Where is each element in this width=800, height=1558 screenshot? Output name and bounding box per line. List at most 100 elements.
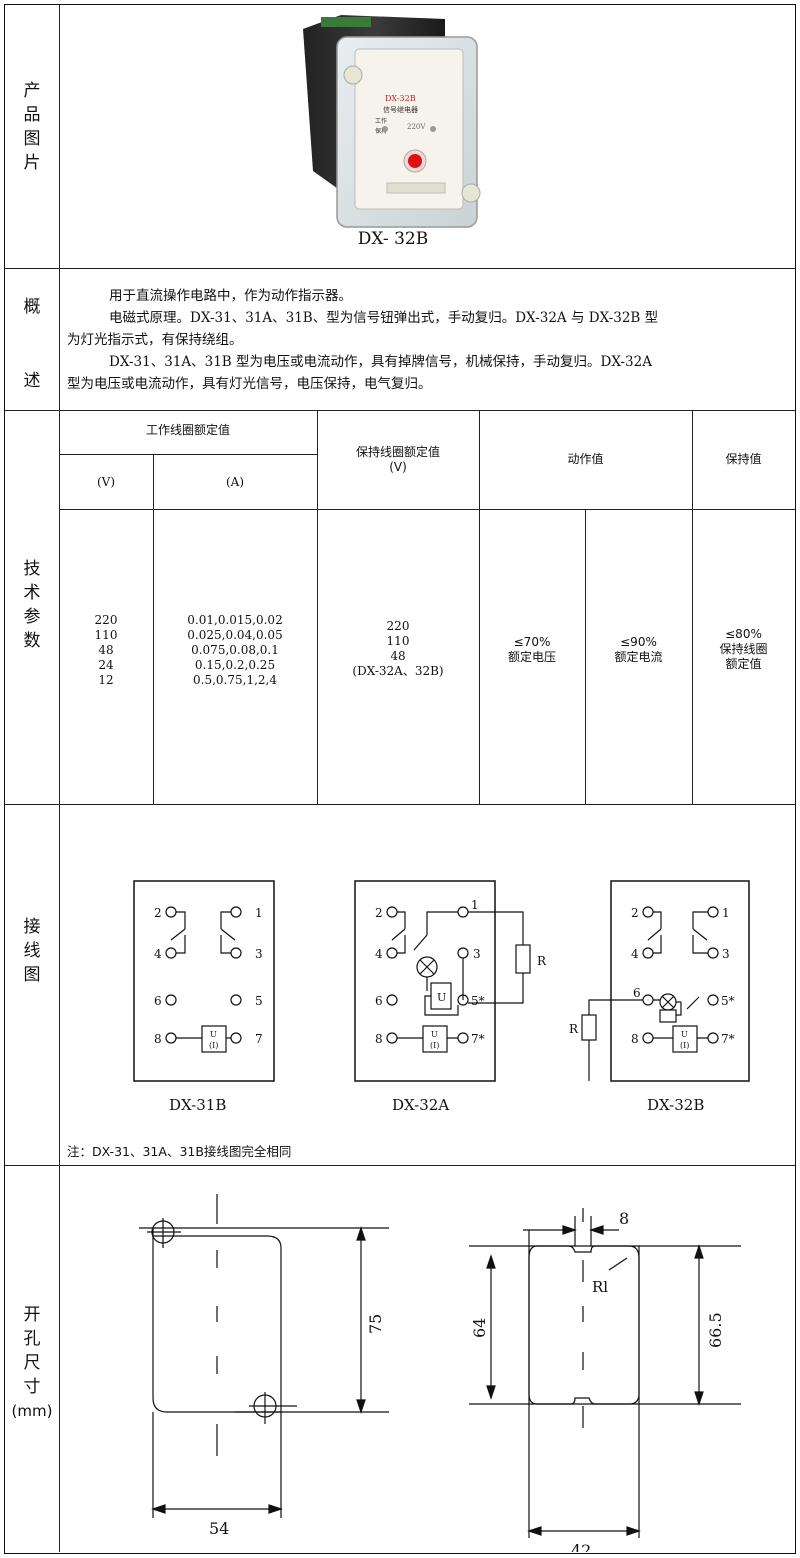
header-hold-text: 保持线圈额定值: [355, 445, 440, 459]
d3-t1: 1: [722, 906, 730, 920]
row-divider: [5, 268, 795, 269]
d1-t1: 1: [255, 906, 263, 920]
hold-v-item: 110: [386, 634, 410, 648]
work-a-item: 0.5,0.75,1,2,4: [193, 673, 277, 687]
photo-row-label: 产品图片: [5, 79, 59, 175]
action-current-value: ≤90%: [620, 635, 657, 649]
action-current: ≤90% 额定电流: [585, 635, 692, 665]
relay-type-text: 信号继电器: [383, 105, 418, 114]
wiring-row-label-text: 接线图: [23, 917, 41, 985]
work-v-item: 220: [94, 613, 118, 627]
d1-t7: 7: [255, 1032, 263, 1046]
relay-rating-text: 220V: [407, 123, 426, 131]
d2-resistor: R: [537, 954, 547, 968]
row-divider: [5, 804, 795, 805]
cutout-drawings: 54 75 8 Rl 64: [139, 1194, 741, 1552]
d3-t8: 8: [631, 1032, 639, 1046]
overview-p1: 用于直流操作电路中，作为动作指示器。: [109, 288, 352, 304]
hold-v-item: 48: [390, 649, 406, 663]
label-column-divider: [59, 5, 60, 1552]
cutout-label-5: (mm): [11, 1402, 53, 1420]
params-grid-line: [692, 410, 693, 804]
d1-title: DX-31B: [169, 1096, 226, 1114]
header-action: 动作值: [567, 452, 604, 466]
work-a-list: 0.01,0.015,0.02 0.025,0.04,0.05 0.075,0.…: [153, 613, 317, 688]
photo-row-label-text: 产品图片: [23, 81, 41, 173]
relay-model-text: DX-32B: [385, 94, 416, 103]
keep-value-text2: 额定值: [725, 657, 762, 671]
d2-t6: 6: [375, 994, 383, 1008]
d1-t8: 8: [154, 1032, 162, 1046]
overview-label-1: 概: [23, 297, 41, 317]
d3-t2: 2: [631, 906, 639, 920]
keep-value-text1: 保持线圈: [719, 642, 768, 656]
params-grid-line: [59, 509, 795, 510]
d3-title: DX-32B: [647, 1096, 704, 1114]
cutout-right-radius: Rl: [592, 1278, 608, 1296]
work-v-item: 110: [94, 628, 118, 642]
overview-p2b: 为灯光指示式，有保持绕组。: [67, 332, 243, 348]
cutout-right-height-outer: 66.5: [706, 1312, 725, 1348]
work-v-item: 24: [98, 658, 114, 672]
relay-work-text: 工作: [375, 117, 387, 125]
header-v: (V): [96, 475, 116, 489]
d3-t7: 7*: [721, 1032, 735, 1046]
cutout-label-1: 开: [23, 1305, 41, 1325]
wiring-note: 注：DX-31、31A、31B接线图完全相同: [67, 1144, 292, 1159]
d2-title: DX-32A: [392, 1096, 449, 1114]
header-hold-unit: (V): [389, 460, 407, 474]
cutout-label-2: 孔: [23, 1329, 41, 1349]
diagram-dx31b: 2 1 4 3 6 5 8 7 U (I) DX-31B: [133, 880, 275, 1114]
d1-t2: 2: [154, 906, 162, 920]
cutout-left-width: 54: [209, 1519, 229, 1538]
d2-t3: 3: [473, 947, 481, 961]
header-hold: 保持线圈额定值 (V): [317, 445, 479, 475]
hold-v-item: 220: [386, 619, 410, 633]
overview-text: 用于直流操作电路中，作为动作指示器。 电磁式原理。DX-31、31A、31B、型…: [67, 285, 789, 395]
d1-coil-u: U: [210, 1030, 217, 1039]
cutout-right-width: 42: [571, 1541, 591, 1552]
action-current-text: 额定电流: [614, 650, 663, 664]
diagram-dx32b: 2 1 4 3 6 5* 8 7* R U (I) DX-32B: [569, 880, 750, 1114]
d1-t4: 4: [154, 947, 162, 961]
d3-t5: 5*: [721, 994, 735, 1008]
d2-t7: 7*: [471, 1032, 485, 1046]
hold-v-item: (DX-32A、32B): [352, 664, 444, 678]
d1-t3: 3: [255, 947, 263, 961]
d2-t8: 8: [375, 1032, 383, 1046]
work-a-item: 0.075,0.08,0.1: [191, 643, 279, 657]
overview-label-2: 述: [23, 371, 41, 391]
d1-t6: 6: [154, 994, 162, 1008]
d2-coil-i: (I): [430, 1041, 439, 1050]
header-keep: 保持值: [725, 452, 762, 466]
cutout-right: 8 Rl 64 66.5 42: [469, 1208, 741, 1552]
d2-t5: 5*: [471, 994, 485, 1008]
row-divider: [5, 410, 795, 411]
d3-resistor: R: [569, 1022, 579, 1036]
params-grid-line: [59, 454, 317, 455]
relay-hold-text: 保持: [375, 127, 387, 135]
d3-t3: 3: [722, 947, 730, 961]
params-grid-line: [479, 410, 480, 804]
keep-value: ≤80% 保持线圈 额定值: [692, 627, 795, 672]
d2-t4: 4: [375, 947, 383, 961]
wiring-diagrams: 2 1 4 3 6 5 8 7 U (I) DX-31B: [133, 880, 750, 1114]
params-grid-line: [585, 509, 586, 804]
work-v-item: 12: [98, 673, 114, 687]
overview-p3b: 型为电压或电流动作，具有灯光信号，电压保持，电气复归。: [67, 376, 432, 392]
work-v-list: 220 110 48 24 12: [59, 613, 153, 688]
cutout-right-height-inner: 64: [470, 1318, 489, 1338]
wiring-row-label: 接线图: [5, 915, 59, 987]
diagram-dx32a: 2 1 4 3 6 5* 8 7* R U U (I) DX-32A: [354, 880, 547, 1114]
cutout-label-3: 尺: [23, 1353, 41, 1373]
d3-coil-u: U: [681, 1030, 688, 1039]
d2-t2: 2: [375, 906, 383, 920]
d2-coil-u: U: [431, 1030, 438, 1039]
cutout-left: 54 75: [139, 1194, 389, 1538]
header-work: 工作线圈额定值: [145, 423, 230, 437]
overview-p3a: DX-31、31A、31B 型为电压或电流动作，具有掉牌信号，机械保持，手动复归…: [109, 354, 652, 370]
work-v-item: 48: [98, 643, 114, 657]
cutout-right-notch: 8: [619, 1209, 629, 1228]
action-voltage: ≤70% 额定电压: [479, 635, 585, 665]
d2-t1: 1: [471, 898, 479, 912]
